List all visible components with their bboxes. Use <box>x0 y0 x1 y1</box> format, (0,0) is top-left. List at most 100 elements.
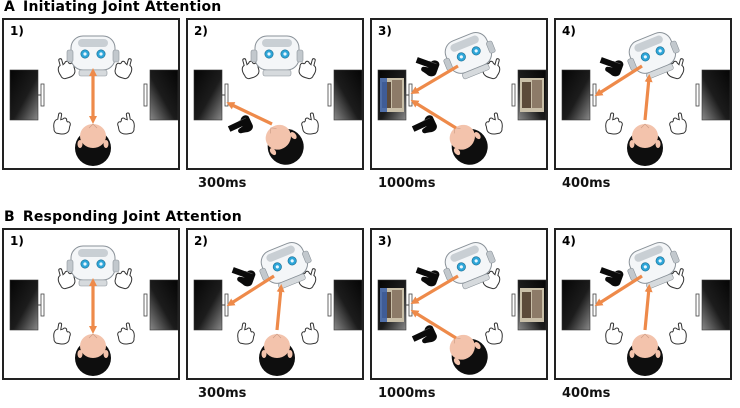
human-head <box>75 333 111 376</box>
robot-head <box>443 242 496 290</box>
timing-b-1: 300ms <box>198 386 247 401</box>
human-hand-left-icon <box>605 112 623 135</box>
panel-a1-scene <box>9 35 178 166</box>
section-a-title: A Initiating Joint Attention <box>4 0 221 15</box>
gaze-arrow <box>594 274 643 307</box>
gaze-arrow <box>643 74 653 121</box>
robot-head <box>627 242 680 290</box>
panel-b1-scene <box>9 245 178 376</box>
panel-b3-scene <box>377 242 546 375</box>
robot-hand-right-icon <box>114 58 133 80</box>
timing-a-3: 400ms <box>562 176 611 191</box>
human-head <box>259 333 295 376</box>
robot-pointing-hand-icon <box>599 57 624 77</box>
panel-b4-scene <box>561 242 730 376</box>
monitor-right <box>143 69 178 121</box>
timing-b-2: 1000ms <box>378 386 436 401</box>
human-hand-right-icon <box>117 322 135 345</box>
monitor-right <box>327 69 362 121</box>
panel-b1-number: 1) <box>10 234 24 248</box>
panel-b2-number: 2) <box>194 234 208 248</box>
timing-a-1: 300ms <box>198 176 247 191</box>
robot-head <box>259 242 312 290</box>
panel-b4-number: 4) <box>562 234 576 248</box>
panel-a2: 2) <box>186 18 364 170</box>
section-b-letter: B <box>4 209 15 225</box>
monitor-left <box>193 69 229 121</box>
panel-a2-number: 2) <box>194 24 208 38</box>
panel-a3: 3) <box>370 18 548 170</box>
human-hand-left-icon <box>53 322 71 345</box>
gaze-arrow <box>410 274 459 305</box>
panel-a2-scene <box>193 35 362 165</box>
section-a-label: Initiating Joint Attention <box>23 0 222 15</box>
gaze-arrow <box>410 64 459 95</box>
timing-a-2: 1000ms <box>378 176 436 191</box>
photo-stimulus <box>380 288 404 322</box>
robot-pointing-hand-icon <box>415 267 440 287</box>
gaze-arrow <box>643 284 653 331</box>
monitor-right <box>511 69 546 121</box>
human-pointing-hand-icon <box>411 325 437 344</box>
robot-head <box>627 32 680 80</box>
monitor-left <box>377 279 413 331</box>
panel-b4: 4) <box>554 228 732 380</box>
human-hand-right-icon <box>301 112 319 135</box>
panel-a4: 4) <box>554 18 732 170</box>
photo-stimulus <box>520 288 544 322</box>
human-pointing-hand-icon <box>411 115 437 134</box>
monitor-right <box>511 279 546 331</box>
monitor-left <box>9 279 45 331</box>
robot-hand-left-icon <box>241 58 260 80</box>
section-b-title: B Responding Joint Attention <box>4 209 242 225</box>
human-hand-left-icon <box>53 112 71 135</box>
human-pointing-hand-icon <box>227 115 253 134</box>
robot-head <box>66 245 120 287</box>
gaze-arrow <box>226 274 275 307</box>
human-hand-left-icon <box>605 322 623 345</box>
panel-a1-number: 1) <box>10 24 24 38</box>
timing-b-3: 400ms <box>562 386 611 401</box>
monitor-right <box>143 279 178 331</box>
gaze-arrow <box>410 309 457 340</box>
robot-pointing-hand-icon <box>415 57 440 77</box>
section-a-letter: A <box>4 0 16 15</box>
monitor-left <box>561 69 597 121</box>
robot-head <box>66 35 120 77</box>
panel-a3-scene <box>377 32 546 165</box>
monitor-right <box>327 279 362 331</box>
photo-stimulus <box>520 78 544 112</box>
panel-b2: 2) <box>186 228 364 380</box>
panel-b1: 1) <box>2 228 180 380</box>
robot-head <box>250 35 304 77</box>
section-b-label: Responding Joint Attention <box>22 209 242 225</box>
human-head <box>265 124 304 165</box>
human-head <box>449 334 488 375</box>
human-hand-left-icon <box>237 322 255 345</box>
panel-a4-scene <box>561 32 730 166</box>
robot-hand-right-icon <box>114 268 133 290</box>
gaze-arrow <box>594 64 643 97</box>
monitor-left <box>9 69 45 121</box>
panel-a3-number: 3) <box>378 24 392 38</box>
human-hand-right-icon <box>301 322 319 345</box>
panel-b3-number: 3) <box>378 234 392 248</box>
robot-hand-right-icon <box>298 58 317 80</box>
robot-head <box>443 32 496 80</box>
photo-stimulus <box>380 78 404 112</box>
gaze-arrow <box>275 284 285 331</box>
human-hand-right-icon <box>117 112 135 135</box>
panel-a1: 1) <box>2 18 180 170</box>
robot-hand-left-icon <box>57 58 76 80</box>
monitor-left <box>193 279 229 331</box>
robot-hand-left-icon <box>57 268 76 290</box>
robot-pointing-hand-icon <box>599 267 624 287</box>
gaze-arrow <box>226 102 273 126</box>
human-head <box>627 333 663 376</box>
human-head <box>75 123 111 166</box>
panel-b3: 3) <box>370 228 548 380</box>
monitor-right <box>695 69 730 121</box>
human-hand-right-icon <box>669 112 687 135</box>
monitor-right <box>695 279 730 331</box>
human-hand-right-icon <box>669 322 687 345</box>
